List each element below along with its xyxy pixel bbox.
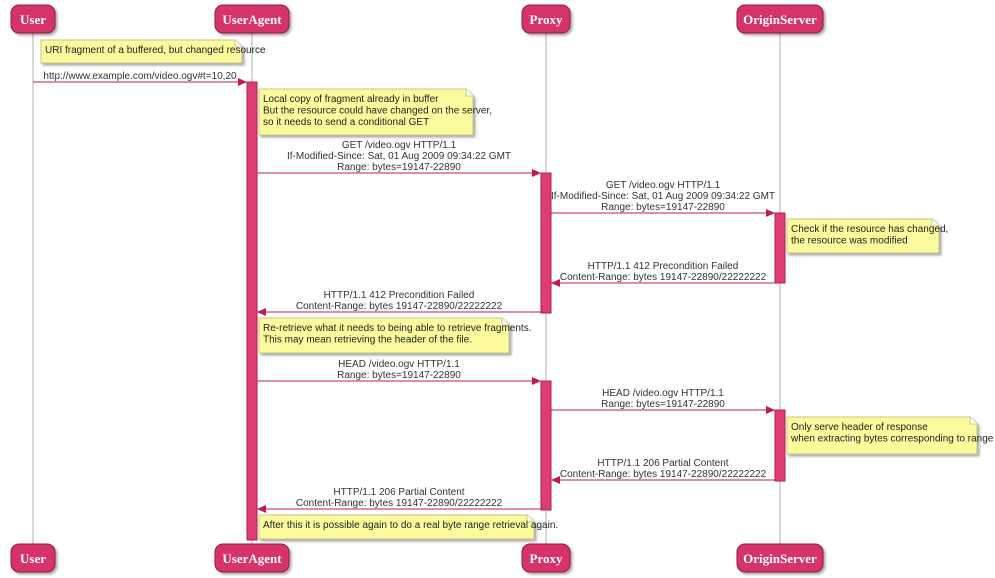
participant-user-head: User (10, 4, 56, 34)
msg-get-proxy-origin: GET /video.ogv HTTP/1.1If-Modified-Since… (551, 180, 775, 217)
message-label: HTTP/1.1 206 Partial Content (597, 458, 728, 469)
msg-412-proxy-ua: HTTP/1.1 412 Precondition FailedContent-… (257, 290, 541, 316)
message-label: Range: bytes=19147-22890 (601, 399, 725, 410)
note-text: the resource was modified (791, 236, 908, 247)
participant-label: User (20, 551, 46, 566)
participant-box (521, 543, 571, 573)
note-fold-corner (501, 318, 509, 326)
msg-206-proxy-ua: HTTP/1.1 206 Partial ContentContent-Rang… (257, 487, 541, 513)
note-background (258, 317, 510, 354)
participant-useragent-head: UserAgent (214, 4, 290, 34)
note-fold-corner (526, 515, 534, 523)
note-fold-corner (234, 40, 242, 48)
activation-origin (774, 409, 786, 482)
note-text: Only serve header of response (791, 422, 928, 433)
message-label: HEAD /video.ogv HTTP/1.1 (338, 359, 460, 370)
participant-box (214, 543, 290, 573)
participant-label: OriginServer (743, 551, 817, 566)
note-fold-corner (465, 89, 473, 97)
note-background (258, 514, 535, 540)
message-label: HTTP/1.1 412 Precondition Failed (588, 261, 739, 272)
note-after: After this it is possible again to do a … (258, 514, 558, 540)
note-text: URI fragment of a buffered, but changed … (45, 45, 266, 56)
participant-proxy-head: Proxy (521, 4, 571, 34)
participant-label: UserAgent (222, 12, 282, 27)
note-text: This may mean retrieving the header of t… (263, 335, 472, 346)
participant-origin-foot: OriginServer (736, 543, 824, 573)
note-reretrieve: Re-retrieve what it needs to being able … (258, 317, 531, 354)
note-text: After this it is possible again to do a … (263, 520, 558, 531)
note-background (786, 218, 940, 254)
activation-useragent (246, 81, 258, 541)
note-local-copy: Local copy of fragment already in buffer… (258, 88, 492, 136)
note-check-changed: Check if the resource has changed,the re… (786, 218, 948, 254)
message-label: HEAD /video.ogv HTTP/1.1 (602, 388, 724, 399)
message-label: Content-Range: bytes 19147-22890/2222222… (296, 301, 503, 312)
arrowhead-icon (551, 279, 560, 287)
note-fold-corner (931, 219, 939, 227)
msg-412-origin-proxy: HTTP/1.1 412 Precondition FailedContent-… (551, 261, 775, 287)
note-uri-fragment: URI fragment of a buffered, but changed … (40, 39, 266, 64)
note-text: so it needs to send a conditional GET (263, 117, 429, 128)
note-background (786, 416, 978, 455)
note-text: But the resource could have changed on t… (263, 106, 492, 117)
arrowhead-icon (532, 169, 541, 177)
message-label: Content-Range: bytes 19147-22890/2222222… (296, 498, 503, 509)
participant-label: Proxy (530, 551, 563, 566)
participant-user-foot: User (10, 543, 56, 573)
arrowhead-icon (257, 308, 266, 316)
arrowhead-icon (238, 78, 247, 86)
arrowhead-icon (551, 476, 560, 484)
message-label: Range: bytes=19147-22890 (337, 162, 461, 173)
message-label: If-Modified-Since: Sat, 01 Aug 2009 09:3… (551, 191, 775, 202)
participant-origin-head: OriginServer (736, 4, 824, 34)
arrowhead-icon (532, 377, 541, 385)
participant-label: User (20, 12, 46, 27)
activation-proxy (540, 172, 552, 314)
note-background (40, 39, 243, 64)
arrowhead-icon (257, 505, 266, 513)
participant-useragent-foot: UserAgent (214, 543, 290, 573)
participant-box (736, 4, 824, 34)
message-label: http://www.example.com/video.ogv#t=10,20 (43, 71, 237, 82)
arrowhead-icon (766, 209, 775, 217)
message-label: Content-Range: bytes 19147-22890/2222222… (560, 469, 767, 480)
participant-box (521, 4, 571, 34)
message-label: Range: bytes=19147-22890 (337, 370, 461, 381)
msg-request-uri: http://www.example.com/video.ogv#t=10,20 (33, 71, 247, 86)
message-label: GET /video.ogv HTTP/1.1 (342, 140, 457, 151)
participant-box (214, 4, 290, 34)
participant-label: OriginServer (743, 12, 817, 27)
message-label: Range: bytes=19147-22890 (601, 202, 725, 213)
msg-206-origin-proxy: HTTP/1.1 206 Partial ContentContent-Rang… (551, 458, 775, 484)
arrowhead-icon (766, 406, 775, 414)
activation-origin (774, 212, 786, 284)
note-text: Check if the resource has changed, (791, 224, 948, 235)
note-text: Re-retrieve what it needs to being able … (263, 323, 531, 334)
participant-box (10, 543, 56, 573)
note-background (258, 88, 474, 136)
participant-proxy-foot: Proxy (521, 543, 571, 573)
message-label: Content-Range: bytes 19147-22890/2222222… (560, 272, 767, 283)
msg-get-ua-proxy: GET /video.ogv HTTP/1.1If-Modified-Since… (257, 140, 541, 177)
note-text: Local copy of fragment already in buffer (263, 94, 439, 105)
message-label: GET /video.ogv HTTP/1.1 (606, 180, 721, 191)
message-label: HTTP/1.1 412 Precondition Failed (324, 290, 475, 301)
participant-label: Proxy (530, 12, 563, 27)
participant-label: UserAgent (222, 551, 282, 566)
participant-box (736, 543, 824, 573)
participant-box (10, 4, 56, 34)
activation-proxy (540, 380, 552, 511)
message-label: HTTP/1.1 206 Partial Content (333, 487, 464, 498)
message-label: If-Modified-Since: Sat, 01 Aug 2009 09:3… (287, 151, 511, 162)
note-fold-corner (969, 417, 977, 425)
note-text: when extracting bytes corresponding to r… (790, 434, 994, 445)
